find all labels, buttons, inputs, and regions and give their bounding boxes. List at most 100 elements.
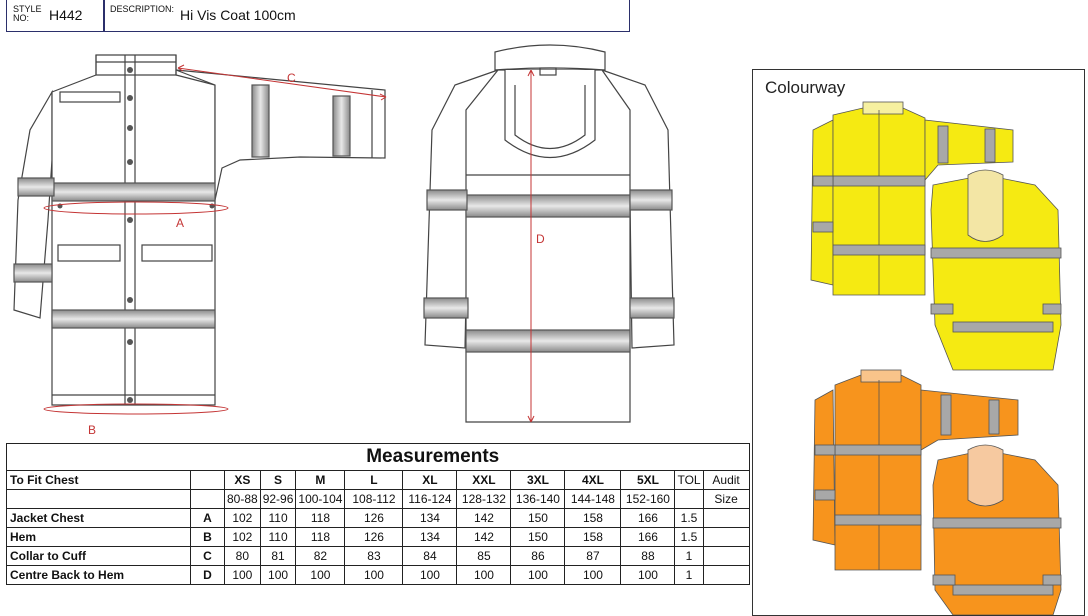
- orange-coat-front: [812, 369, 1019, 571]
- measurements-table: Measurements To Fit Chest XS S M L XL XX…: [6, 443, 750, 585]
- chest-range: 108-112: [344, 489, 404, 509]
- chest-range: 136-140: [510, 489, 566, 509]
- fit-chest-label: To Fit Chest: [6, 470, 191, 490]
- technical-drawings: A B C D: [13, 44, 675, 437]
- dimension-label-a: A: [176, 216, 184, 230]
- row-code: C: [190, 546, 225, 566]
- row-code: B: [190, 527, 225, 547]
- style-label-line1: STYLE: [13, 4, 42, 14]
- measurements-title: Measurements: [190, 443, 675, 471]
- style-number: H442: [49, 7, 83, 23]
- cell: 100: [456, 565, 512, 585]
- back-view-drawing: [423, 44, 675, 423]
- cell: 82: [295, 546, 346, 566]
- cell: 100: [259, 565, 297, 585]
- cell: 84: [402, 546, 458, 566]
- cell: 100: [564, 565, 622, 585]
- cell: 142: [456, 508, 512, 528]
- chest-range: 152-160: [620, 489, 676, 509]
- chest-range: 80-88: [224, 489, 261, 509]
- cell: 88: [620, 546, 676, 566]
- front-dimension-lines: [43, 64, 387, 415]
- row-code: D: [190, 565, 225, 585]
- orange-coat-back: [932, 444, 1062, 615]
- row-label: Centre Back to Hem: [6, 565, 191, 585]
- cell: 158: [564, 527, 622, 547]
- row-label: Hem: [6, 527, 191, 547]
- back-dimension-line: [527, 69, 535, 423]
- cell: 100: [344, 565, 404, 585]
- tol-cell: 1: [674, 565, 704, 585]
- tol-cell: 1.5: [674, 508, 704, 528]
- table-row: Jacket Chest A 102 110 118 126 134 142 1…: [6, 508, 750, 528]
- colourway-title: Colourway: [765, 78, 846, 97]
- cell: 100: [620, 565, 676, 585]
- audit-size-header: Size: [702, 489, 750, 509]
- cell: 102: [224, 508, 261, 528]
- tol-cell: 1.5: [674, 527, 704, 547]
- table-row: Hem B 102 110 118 126 134 142 150 158 16…: [6, 527, 750, 547]
- description-label: DESCRIPTION:: [110, 4, 175, 14]
- cell: 142: [456, 527, 512, 547]
- audit-cell: [702, 565, 750, 585]
- style-number-box: STYLE NO: H442: [6, 0, 104, 32]
- cell: 85: [456, 546, 512, 566]
- row-code: A: [190, 508, 225, 528]
- description-value: Hi Vis Coat 100cm: [180, 7, 296, 23]
- cell: 150: [510, 508, 566, 528]
- chest-range: 128-132: [456, 489, 512, 509]
- chest-range: 144-148: [564, 489, 622, 509]
- chest-range: 116-124: [402, 489, 458, 509]
- cell: 150: [510, 527, 566, 547]
- audit-cell: [702, 527, 750, 547]
- dimension-label-b: B: [88, 423, 96, 437]
- chest-range: 92-96: [259, 489, 297, 509]
- cell: 110: [259, 527, 297, 547]
- size-header: S: [259, 470, 297, 490]
- cell: 134: [402, 508, 458, 528]
- cell: 166: [620, 508, 676, 528]
- size-header: XS: [224, 470, 261, 490]
- cell: 100: [295, 565, 346, 585]
- tol-header: TOL: [674, 470, 704, 490]
- audit-cell: [702, 546, 750, 566]
- row-label: Collar to Cuff: [6, 546, 191, 566]
- cell: 126: [344, 527, 404, 547]
- size-header: XL: [402, 470, 458, 490]
- cell: 126: [344, 508, 404, 528]
- colourway-panel: Colourway: [752, 69, 1085, 616]
- size-header: XXL: [456, 470, 512, 490]
- cell: 87: [564, 546, 622, 566]
- cell: 100: [402, 565, 458, 585]
- dimension-label-c: C: [287, 71, 296, 85]
- yellow-coat-front: [810, 101, 1014, 296]
- style-label-line2: NO:: [13, 13, 30, 23]
- size-header: L: [344, 470, 404, 490]
- size-header: M: [295, 470, 346, 490]
- cell: 158: [564, 508, 622, 528]
- row-label: Jacket Chest: [6, 508, 191, 528]
- audit-cell: [702, 508, 750, 528]
- cell: 110: [259, 508, 297, 528]
- front-view-drawing: [13, 54, 386, 406]
- description-box: DESCRIPTION: Hi Vis Coat 100cm: [104, 0, 630, 32]
- chest-range: 100-104: [295, 489, 346, 509]
- audit-header: Audit: [702, 470, 750, 490]
- yellow-coat-back: [930, 169, 1062, 371]
- cell: 102: [224, 527, 261, 547]
- dimension-label-d: D: [536, 232, 545, 246]
- cell: 118: [295, 527, 346, 547]
- cell: 166: [620, 527, 676, 547]
- colourway-swatches: [810, 101, 1062, 615]
- cell: 83: [344, 546, 404, 566]
- table-row: Centre Back to Hem D 100 100 100 100 100…: [6, 565, 750, 585]
- cell: 118: [295, 508, 346, 528]
- size-header: 3XL: [510, 470, 566, 490]
- cell: 100: [510, 565, 566, 585]
- cell: 134: [402, 527, 458, 547]
- table-row: Collar to Cuff C 80 81 82 83 84 85 86 87…: [6, 546, 750, 566]
- cell: 81: [259, 546, 297, 566]
- cell: 80: [224, 546, 261, 566]
- tol-cell: 1: [674, 546, 704, 566]
- size-header: 5XL: [620, 470, 676, 490]
